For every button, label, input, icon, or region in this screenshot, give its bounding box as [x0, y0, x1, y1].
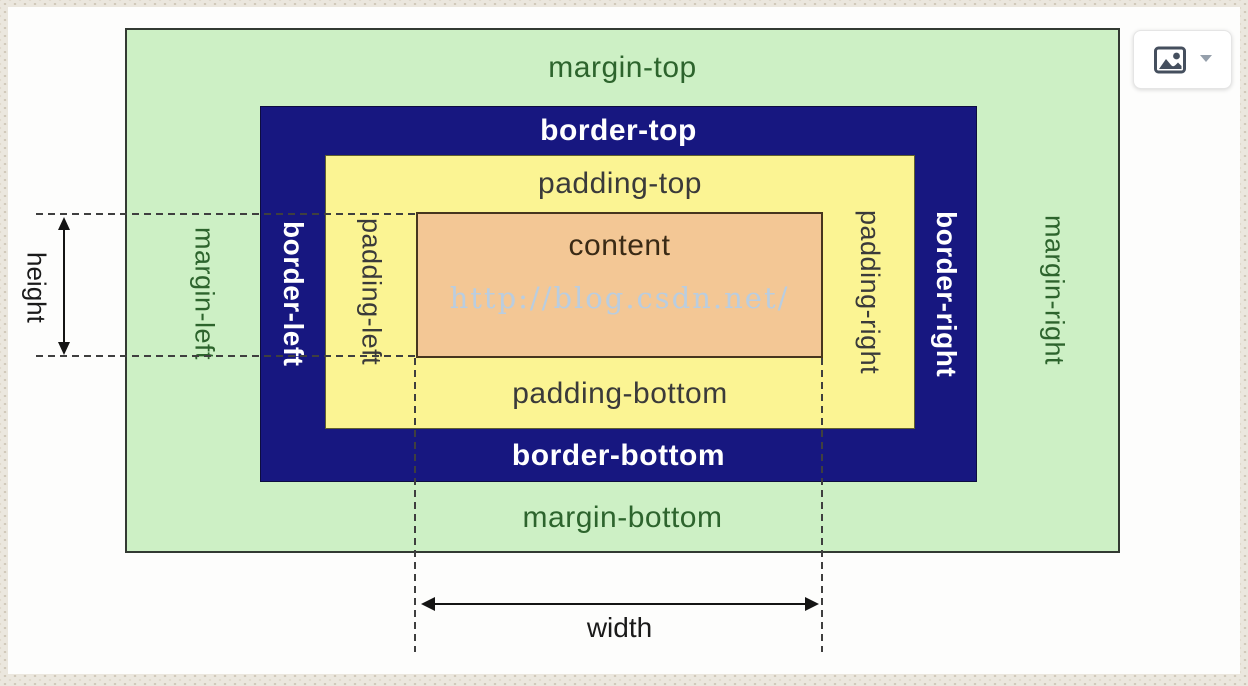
label-margin-bottom: margin-bottom — [522, 500, 723, 534]
height-arrow — [58, 217, 70, 355]
label-margin-left: margin-left — [189, 227, 220, 361]
label-padding-left: padding-left — [356, 218, 387, 366]
label-border-top: border-top — [540, 113, 697, 147]
watermark-text: http://blog.csdn.net/ — [449, 281, 790, 315]
width-arrow — [421, 597, 819, 611]
content-box — [416, 212, 823, 358]
label-content: content — [568, 229, 671, 262]
label-border-left: border-left — [278, 221, 309, 367]
label-padding-right: padding-right — [855, 209, 885, 375]
label-margin-top: margin-top — [548, 51, 697, 84]
label-border-right: border-right — [931, 210, 962, 378]
label-padding-top: padding-top — [538, 166, 702, 200]
label-width: width — [586, 612, 653, 643]
triangle-down-icon — [1200, 55, 1212, 62]
width-guide-line-left — [414, 358, 416, 652]
label-height: height — [21, 251, 52, 323]
width-guide-line-right — [821, 358, 823, 652]
label-margin-right: margin-right — [1039, 215, 1070, 366]
height-guide-line-bottom — [36, 355, 416, 357]
label-border-bottom: border-bottom — [511, 438, 726, 472]
label-padding-bottom: padding-bottom — [512, 376, 728, 410]
image-tools-button[interactable] — [1133, 30, 1232, 89]
image-icon — [1154, 46, 1186, 73]
height-guide-line-top — [36, 213, 416, 215]
